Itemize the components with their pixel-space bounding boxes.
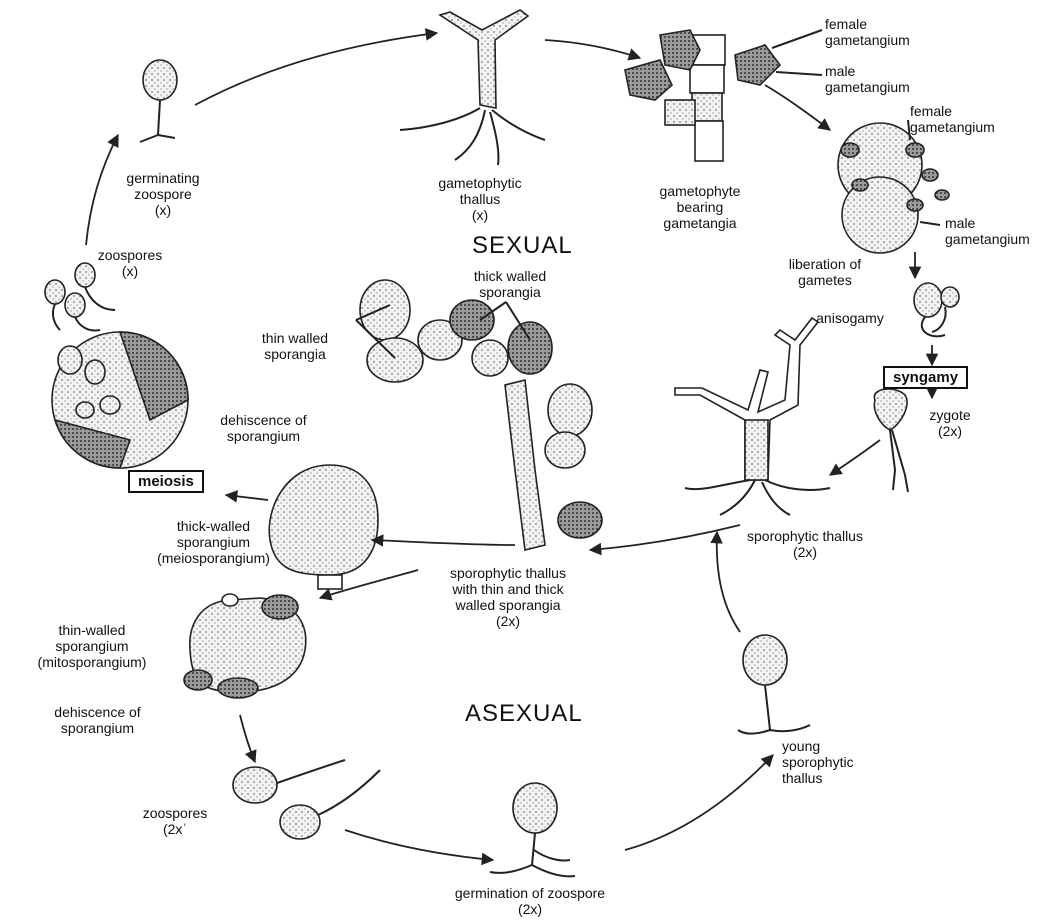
zoospores-x-label: zoospores (x) — [80, 247, 180, 279]
meiosis-box: meiosis — [128, 470, 204, 493]
anisogamy-figure — [914, 283, 959, 336]
female-gametangium-label-right: female gametangium — [910, 103, 1020, 135]
young-sporophytic-thallus-figure — [738, 635, 810, 734]
gametophyte-bearing-gametangia-figure — [625, 30, 780, 161]
sexual-heading: SEXUAL — [472, 232, 573, 260]
thick-walled-sporangia-label: thick walled sporangia — [455, 268, 565, 300]
anisogamy-label: anisogamy — [795, 310, 905, 326]
liberation-of-gametes-figure — [838, 123, 949, 253]
germinating-zoospore-label: germinating zoospore (x) — [118, 170, 208, 218]
thin-walled-sporangia-label: thin walled sporangia — [235, 330, 355, 362]
asexual-heading: ASEXUAL — [465, 700, 583, 728]
germination-figure — [490, 783, 575, 876]
germinating-zoospore-figure — [140, 60, 177, 142]
male-gametangium-label-right: male gametangium — [945, 215, 1045, 247]
male-gametangium-label-top: male gametangium — [825, 63, 935, 95]
young-sporophytic-thallus-label: young sporophytic thallus — [782, 738, 892, 786]
liberation-of-gametes-label: liberation of gametes — [765, 256, 885, 288]
gametophytic-thallus-label: gametophytic thallus (x) — [420, 175, 540, 223]
sporophytic-thallus-center-label: sporophytic thallus with thin and thick … — [428, 565, 588, 629]
gametophytic-thallus-figure — [400, 10, 545, 165]
zygote-label: zygote (2x) — [915, 407, 985, 439]
dehiscence-bottom-label: dehiscence of sporangium — [30, 704, 165, 736]
germination-of-zoospore-label: germination of zoospore (2x) — [415, 885, 645, 917]
zoospores-2x-figure — [233, 760, 380, 839]
meiosporangium-label: thick-walled sporangium (meiosporangium) — [146, 518, 281, 566]
mitosporangium-figure — [184, 594, 306, 698]
zoospores-2x-label: zoospores (2xʾ — [125, 805, 225, 837]
syngamy-box: syngamy — [883, 366, 968, 389]
mitosporangium-label: thin-walled sporangium (mitosporangium) — [2, 622, 182, 670]
sporophytic-thallus-right-figure — [675, 318, 830, 515]
gametophyte-bearing-gametangia-label: gametophyte bearing gametangia — [640, 183, 760, 231]
sporophytic-thallus-right-label: sporophytic thallus (2x) — [725, 528, 885, 560]
dehiscence-top-figure — [52, 332, 188, 468]
dehiscence-top-label: dehiscence of sporangium — [196, 412, 331, 444]
female-gametangium-label-top: female gametangium — [825, 16, 935, 48]
cycle-arrows — [86, 33, 932, 860]
meiosporangium-figure — [269, 465, 378, 589]
